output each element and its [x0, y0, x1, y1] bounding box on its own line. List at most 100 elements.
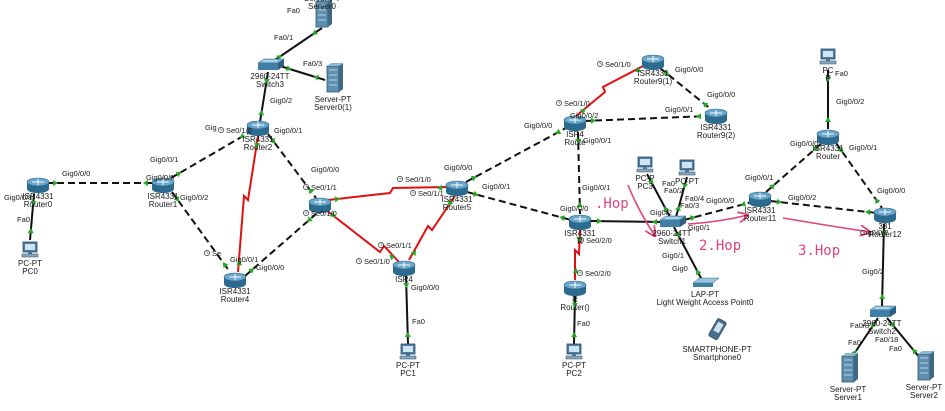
device-type-label: 2960-24TT — [652, 229, 691, 238]
link-pc4-switch1[interactable] — [675, 176, 688, 218]
link-router11-router12[interactable] — [769, 200, 878, 214]
router-device-routerpc1[interactable]: ISR4 — [392, 260, 416, 284]
interface-label: Gig0/2 — [650, 208, 672, 217]
clock-icon — [303, 184, 309, 190]
device-name-label: Server0(1) — [314, 103, 352, 112]
link-router6-router7[interactable] — [577, 131, 581, 215]
clock-icon — [410, 190, 416, 196]
router-device-router3[interactable] — [308, 197, 332, 213]
device-type-label: PC-PT — [675, 177, 699, 186]
port-status-indicator — [437, 184, 443, 191]
device-name-label: PC3 — [637, 182, 653, 191]
port-status-indicator — [175, 171, 182, 178]
interface-label: Fa0 — [848, 338, 861, 347]
port-status-indicator — [312, 29, 318, 35]
serial-router3-router5[interactable] — [327, 186, 450, 201]
port-status-indicator — [674, 231, 680, 238]
clock-hand — [599, 62, 602, 65]
interface-label: Fa0 — [577, 319, 590, 328]
interface-label: Gig0/0/2 — [180, 193, 208, 202]
clock-icon — [303, 210, 309, 216]
pc-device-pc4[interactable]: PC-PT — [675, 159, 699, 186]
hop-arrow-1 — [627, 184, 655, 236]
device-name-label: P — [825, 74, 830, 83]
port-status-indicator — [472, 190, 479, 197]
port-status-indicator — [696, 269, 702, 276]
device-type-label: 331 — [878, 222, 892, 231]
link-router4-router3[interactable] — [244, 213, 317, 277]
clock-hand — [380, 243, 383, 246]
port-status-indicator — [647, 178, 653, 185]
port-status-indicator — [389, 255, 396, 261]
interface-label: Fa0/3 — [680, 201, 699, 210]
port-status-indicator — [447, 199, 454, 206]
clock-icon — [378, 242, 384, 248]
link-router6-router92[interactable] — [583, 115, 709, 122]
link-router12-switch2[interactable] — [881, 223, 885, 307]
port-status-indicator — [263, 78, 270, 84]
link-router10-router12[interactable] — [835, 142, 883, 209]
link-router1-router4[interactable] — [171, 191, 231, 273]
device-type-label: ISR4331 — [22, 192, 54, 201]
port-status-indicator — [825, 117, 831, 122]
serial-router6-router91[interactable] — [575, 64, 646, 117]
device-name-label: PC0 — [22, 267, 38, 276]
port-status-indicator — [285, 65, 292, 71]
port-status-indicator — [652, 218, 658, 225]
clock-hand — [358, 259, 361, 262]
serial-router5-routerpc1[interactable] — [408, 195, 456, 261]
interface-label: Gig0/0/0 — [790, 139, 818, 148]
link-router5-router6[interactable] — [465, 127, 567, 183]
link-router2-router3[interactable] — [267, 133, 317, 199]
interface-label: Gig0/0/1 — [482, 182, 510, 191]
hop-label-2: 2.Hop — [699, 238, 741, 254]
serial-router2-router4[interactable] — [237, 135, 259, 273]
device-type-label: ISR4331 — [812, 144, 844, 153]
clock-hand — [206, 251, 209, 254]
interface-label: Gig — [205, 123, 217, 132]
device-name-label: Router11 — [744, 214, 777, 223]
clock-hand — [412, 191, 415, 194]
port-status-indicator — [663, 70, 670, 76]
interface-label: Gig0/0/0 — [311, 165, 339, 174]
device-type-label: ISR4331 — [700, 123, 732, 132]
interface-label: Fa0/8 — [850, 321, 869, 330]
interface-label: Se0/1/0 — [564, 99, 590, 108]
link-router7-switch1[interactable] — [589, 220, 665, 223]
link-router1-router2[interactable] — [170, 131, 251, 179]
link-router5-router7[interactable] — [466, 191, 572, 221]
serial-router3-routerpc1[interactable] — [325, 209, 400, 263]
device-name-label: Server2 — [910, 391, 939, 400]
port-status-indicator — [403, 282, 410, 288]
device-name-label: Server0 — [308, 2, 337, 11]
pc-device-pc5[interactable]: PCP — [819, 48, 837, 83]
link-router11-router10[interactable] — [765, 142, 823, 193]
